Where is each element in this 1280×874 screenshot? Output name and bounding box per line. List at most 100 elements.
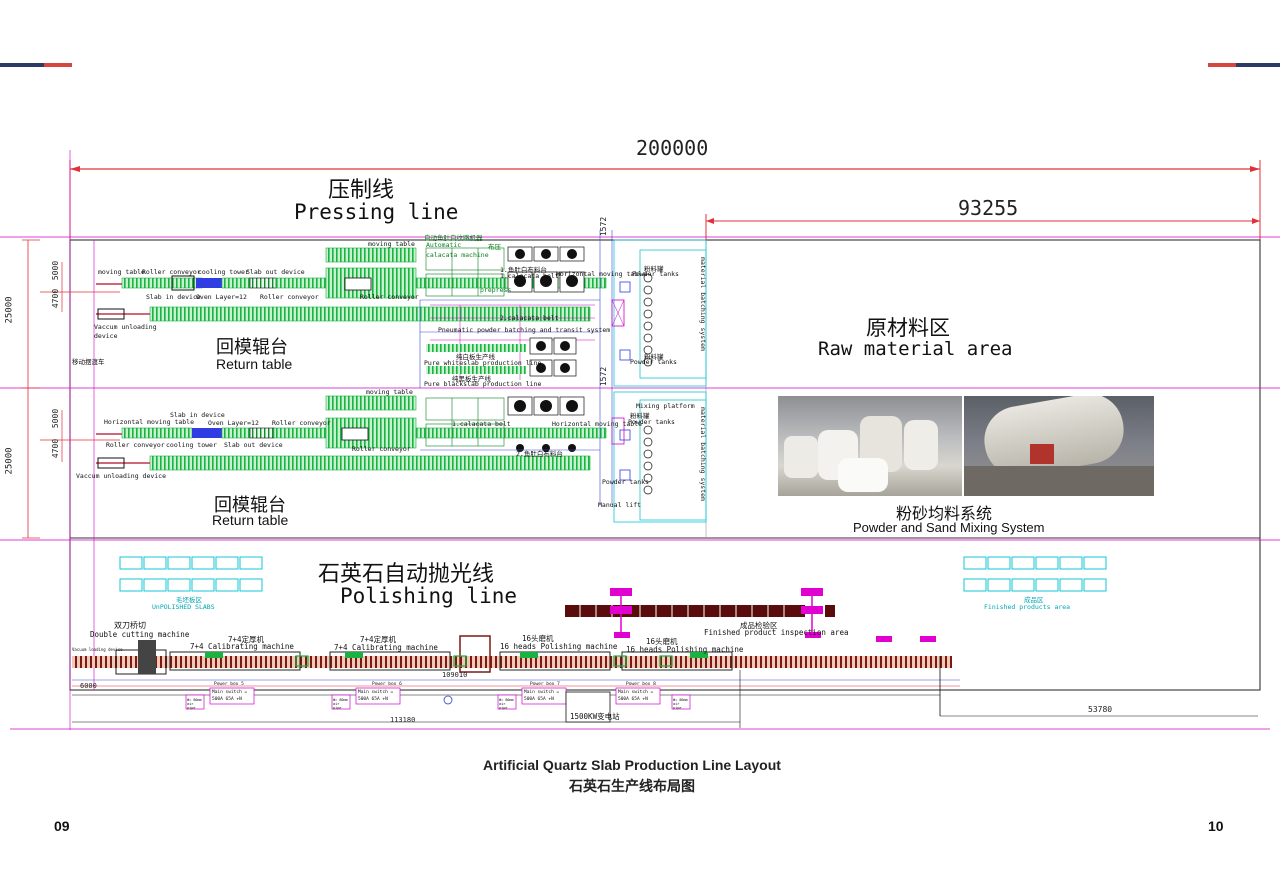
label-pure-black-zh: 纯黑板生产线 <box>452 375 491 383</box>
label-fish-belly-zh: 1.鱼肚白布料台 <box>500 266 547 274</box>
label-powder-tanks-3: Powder tanks <box>628 418 675 426</box>
power-box-7-switch: Main switch = <box>524 690 560 695</box>
label-calacata-machine: calacata machine <box>426 251 489 259</box>
label-calib-zh-2: 7+4定厚机 <box>360 635 397 644</box>
label-oven-layer-1: Oven Layer=12 <box>196 293 247 301</box>
label-unpolished-zh: 毛坯板区 <box>176 596 202 604</box>
label-powder-tanks-4: Powder tanks <box>602 478 649 486</box>
return-title-en-2: Return table <box>212 512 289 528</box>
dim-row-height-2: 25000 <box>4 447 15 475</box>
label-vacuum-unloading-2: Vaccum unloading device <box>76 472 167 480</box>
dim-sub-5000-b: 5000 <box>51 408 61 429</box>
dim-polishing-mid: 109010 <box>442 671 468 679</box>
label-unpolished-en: UnPOLISHED SLABS <box>152 603 215 611</box>
label-calacata-belt-1: 1.calacata belt <box>500 272 559 280</box>
return-title-zh-1: 回模辊台 <box>216 337 288 358</box>
label-calib-en-1: 7+4 Calibrating machine <box>190 642 294 651</box>
label-moving-table-1: moving table <box>98 268 145 276</box>
polishing-title-zh: 石英石自动抛光线 <box>318 562 495 587</box>
label-cooling-tower-2: cooling tower <box>166 441 217 449</box>
label-material-batching-2: material batching system <box>698 407 707 501</box>
label-vacuum-loading: Vacuum loading device <box>72 647 123 652</box>
raw-title-en: Raw material area <box>818 338 1013 360</box>
label-pure-white-zh: 纯白板生产线 <box>456 353 495 361</box>
label-vacuum-device-1: device <box>94 332 118 340</box>
power-box-8-rating: 500A 65A +N <box>618 697 648 702</box>
label-finished-zh: 成品区 <box>1024 596 1044 604</box>
power-box-8-pipe: Φ= 80mm air pipe <box>673 698 688 710</box>
label-calacata-belt-2: 2.calacata belt <box>500 314 559 322</box>
label-roller-conveyor-5: Roller conveyor <box>106 441 165 449</box>
label-roller-conveyor-1: Roller conveyor <box>142 268 201 276</box>
page-number-left: 09 <box>54 818 70 834</box>
label-calacata-belt-3: 1.calacata belt <box>452 420 511 428</box>
label-powder-tank-zh-1: 粉料罐 <box>644 265 664 273</box>
caption-title-zh: 石英石生产线布局图 <box>569 779 695 795</box>
label-powder-tank-zh-2: 粉料罐 <box>644 353 664 361</box>
label-mixing-platform: Mixing platform <box>636 402 695 410</box>
photo-mixer <box>964 396 1154 496</box>
label-slab-in-device-1: Slab in device <box>146 293 201 301</box>
label-oven-layer-2: Oven Layer=12 <box>208 419 259 427</box>
power-box-8-name: Power box 8 <box>626 682 656 687</box>
power-box-5-switch: Main switch = <box>212 690 248 695</box>
label-material-batching-1: material batching system <box>698 257 707 351</box>
label-roller-conveyor-2: Roller conveyor <box>260 293 319 301</box>
dim-sub-5000-a: 5000 <box>51 260 61 281</box>
power-box-7-rating: 500A 65A +N <box>524 697 554 702</box>
label-double-cut-en: Double cutting machine <box>90 630 190 639</box>
label-pure-black: Pure blackslab production line <box>424 380 542 388</box>
label-calib-en-2: 7+4 Calibrating machine <box>334 643 438 652</box>
mixing-title-zh: 粉砂均料系统 <box>896 504 993 523</box>
pressing-title-zh: 压制线 <box>328 178 395 203</box>
label-vacuum-unloading-1: Vaccum unloading <box>94 323 157 331</box>
label-roller-conveyor-3: Roller conveyor <box>360 293 419 301</box>
dim-polishing-length: 113180 <box>390 716 416 724</box>
polishing-title-en: Polishing line <box>340 584 518 608</box>
label-polish-zh-2: 16头磨机 <box>646 637 678 646</box>
dim-sub-4700-b: 4700 <box>51 438 61 459</box>
label-automatic: Automatic <box>426 241 462 249</box>
corner-bar-right-navy <box>1236 63 1280 67</box>
label-slab-out-device-1: Slab out device <box>246 268 305 276</box>
return-title-en-1: Return table <box>216 356 293 372</box>
power-box-6-rating: 500A 65A +N <box>358 697 388 702</box>
mixing-title-en: Powder and Sand Mixing System <box>853 520 1045 535</box>
power-box-5-name: Power box 5 <box>214 682 244 687</box>
dim-lift-a: 1572 <box>599 216 609 237</box>
label-auto-calacata-zh: 自动鱼肚白纹路机器 <box>424 234 483 242</box>
power-box-6-pipe: Φ= 80mm air pipe <box>333 698 348 710</box>
dim-raw-area: 93255 <box>958 196 1019 220</box>
label-moving-table-2: moving table <box>366 388 413 396</box>
power-box-5-pipe: Φ= 80mm air pipe <box>187 698 202 710</box>
label-powder-tank-zh-3: 粉料罐 <box>630 412 650 420</box>
label-roller-conveyor-4: Roller conveyor <box>272 419 331 427</box>
label-moving-ferry: 移动摆渡车 <box>72 358 105 366</box>
label-powder-tanks-1: Powder tanks <box>632 270 679 278</box>
power-box-7-pipe: Φ= 80mm air pipe <box>499 698 514 710</box>
return-title-zh-2: 回模辊台 <box>214 495 286 516</box>
corner-bar-right-red <box>1208 63 1236 67</box>
label-moving-table-top: moving table <box>368 240 415 248</box>
label-pure-white: Pure whiteslab production line <box>424 359 542 367</box>
dim-polishing-left: 6000 <box>80 682 97 690</box>
label-slab-out-device-2: Slab out device <box>224 441 283 449</box>
label-horizontal-moving-2: Horizontal moving table <box>104 418 195 426</box>
dim-lift-b: 1572 <box>599 366 609 387</box>
label-cooling-tower-1: cooling tower <box>198 268 249 276</box>
dim-polishing-right: 53780 <box>1088 705 1113 714</box>
photo-sand-bags <box>778 396 962 496</box>
label-inspect-zh: 成品检验区 <box>740 621 778 630</box>
raw-title-zh: 原材料区 <box>866 316 950 340</box>
label-polish-en-2: 16 heads Polishing machine <box>626 645 744 654</box>
label-powder-tanks-2: Powder tanks <box>630 358 677 366</box>
label-roller-conveyor-6: Roller conveyor <box>352 445 411 453</box>
power-box-6-switch: Main switch = <box>358 690 394 695</box>
power-box-5-rating: 500A 65A +N <box>212 697 242 702</box>
page-number-right: 10 <box>1208 818 1224 834</box>
label-horizontal-moving-1: Horizontal moving table <box>556 270 647 278</box>
pressing-title-en: Pressing line <box>294 200 459 224</box>
dim-total-length: 200000 <box>636 136 709 160</box>
power-box-8-switch: Main switch = <box>618 690 654 695</box>
